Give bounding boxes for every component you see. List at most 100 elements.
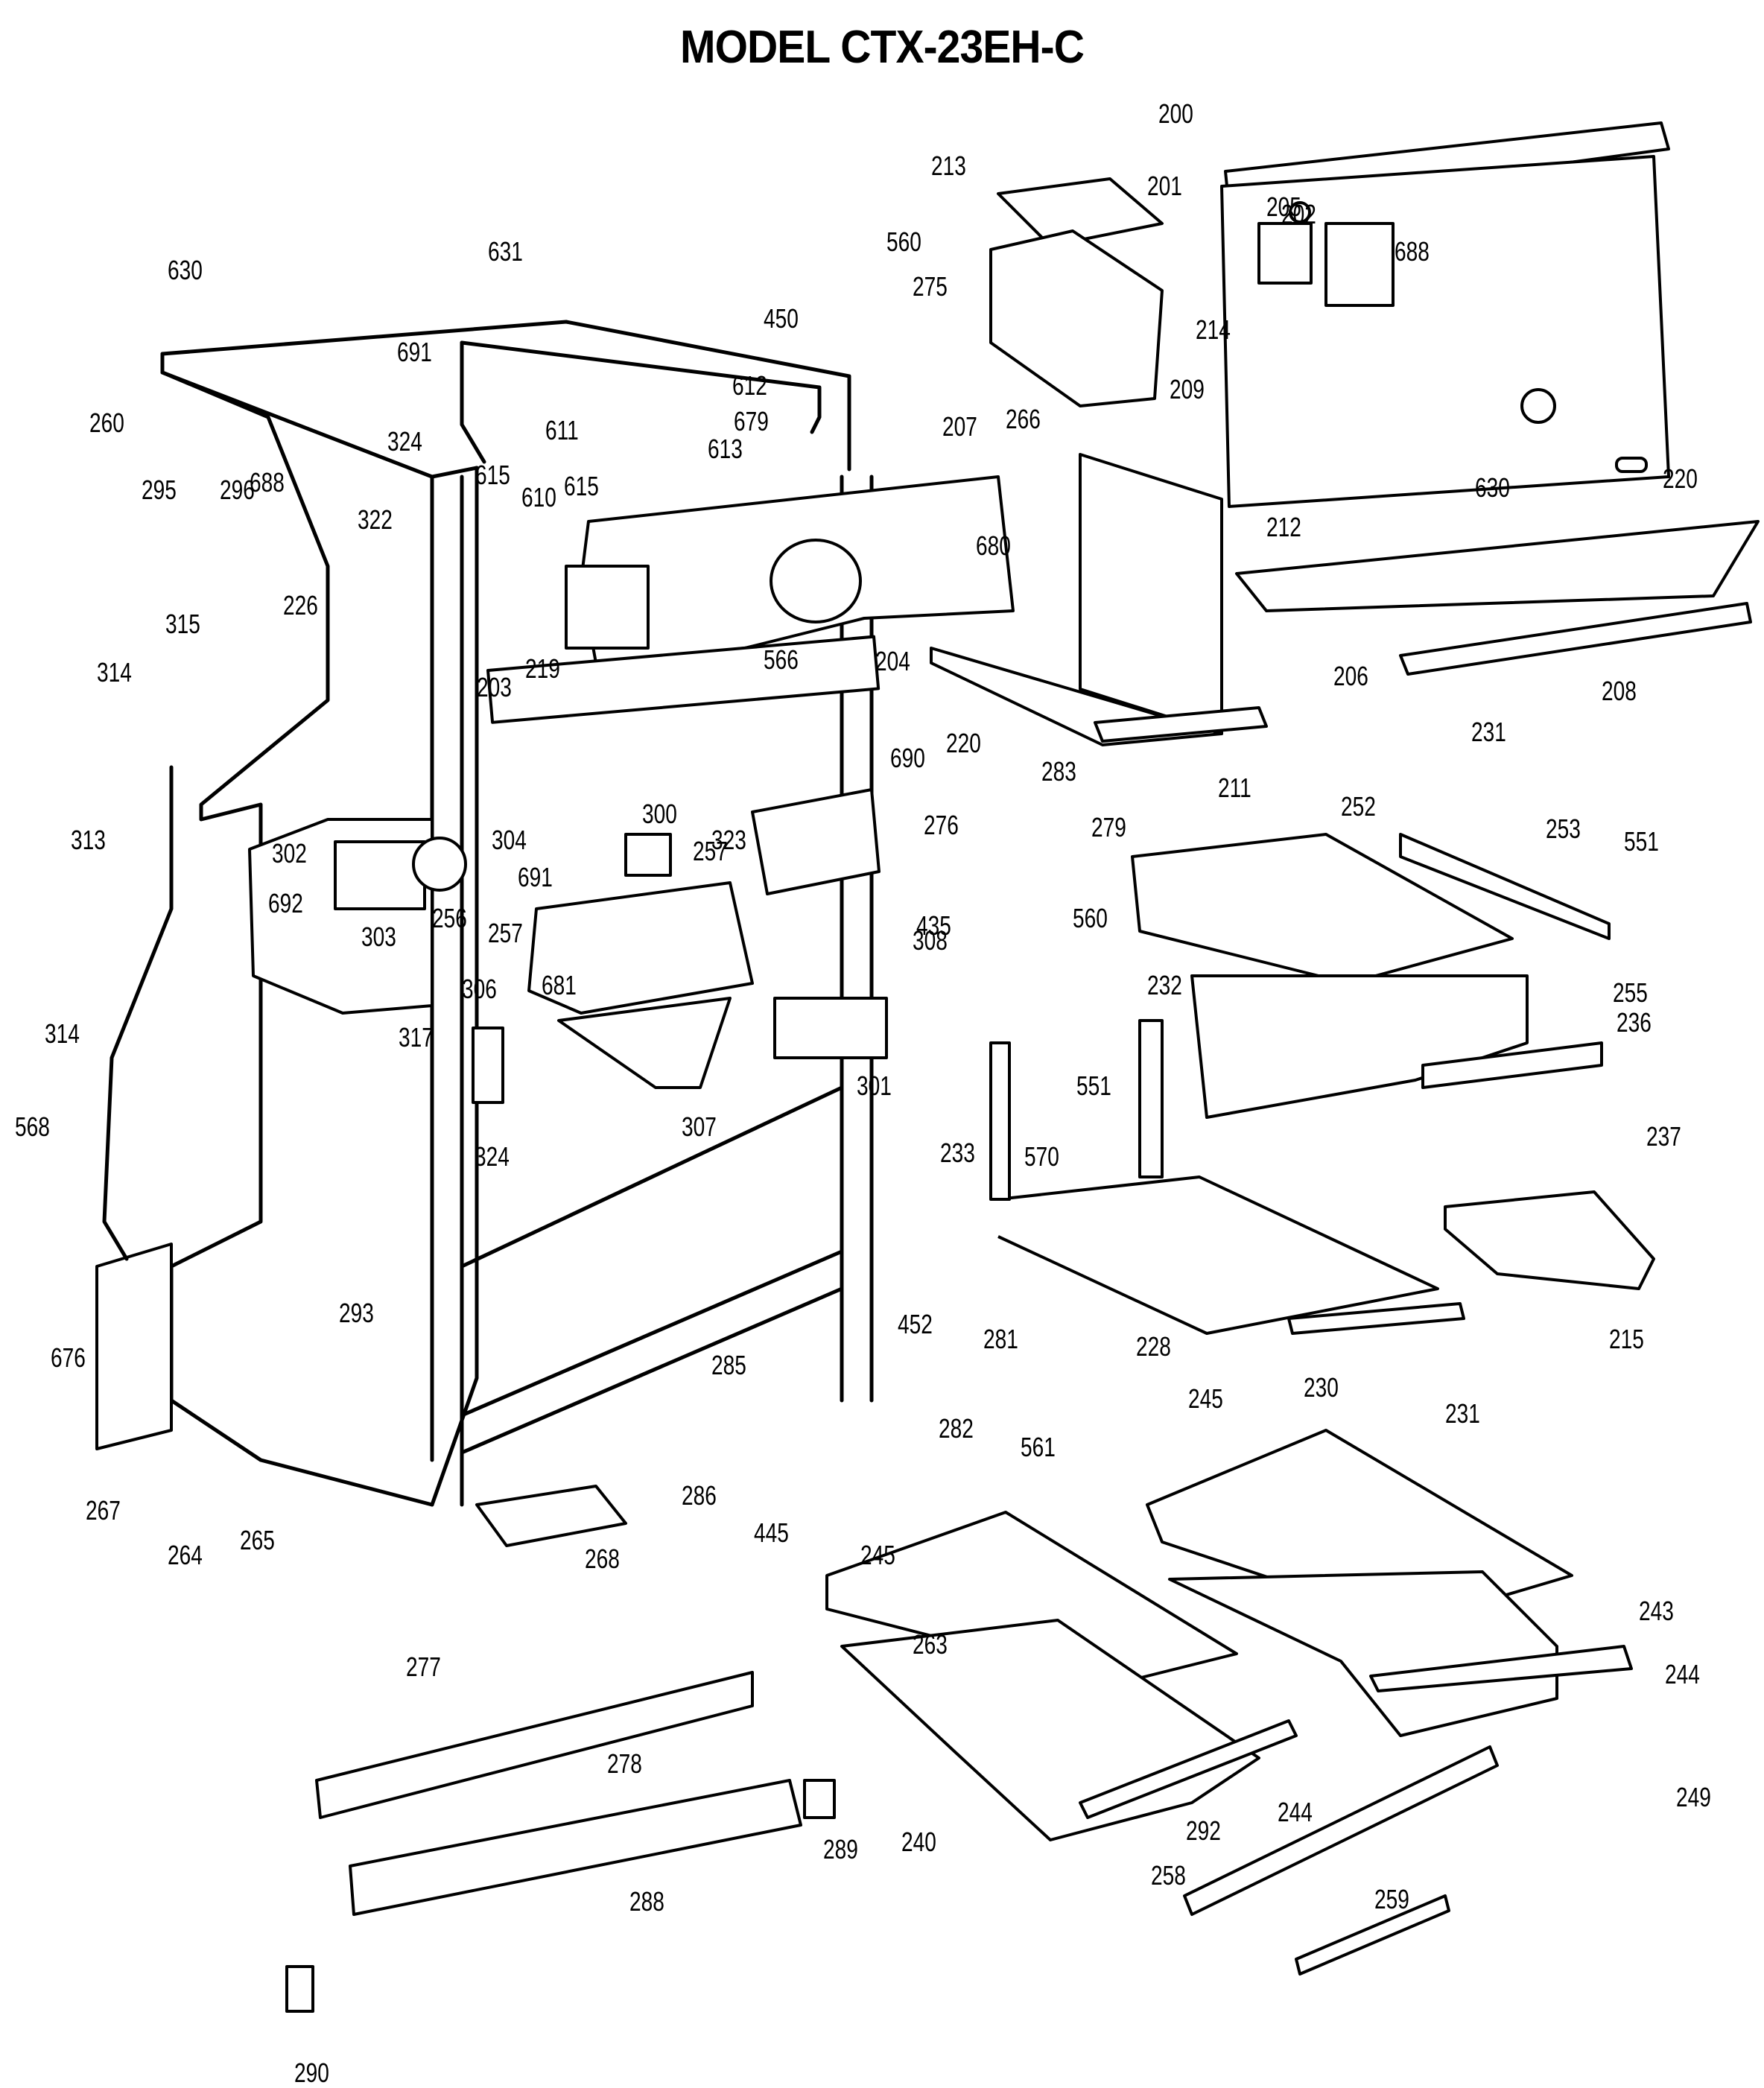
- part-label-692: 692: [268, 888, 303, 918]
- part-label-233: 233: [940, 1137, 975, 1168]
- part-label-207: 207: [942, 411, 977, 442]
- cabinet: [95, 320, 874, 1507]
- part-label-306: 306: [462, 974, 497, 1004]
- part-label-688a: 688: [250, 467, 285, 498]
- part-label-304: 304: [492, 825, 527, 855]
- part-label-256: 256: [432, 903, 467, 933]
- part-label-323: 323: [711, 825, 746, 855]
- part-label-231b: 231: [1445, 1398, 1480, 1429]
- part-label-266: 266: [1006, 404, 1041, 434]
- part-label-313: 313: [71, 825, 106, 855]
- part-label-303: 303: [361, 921, 396, 952]
- part-label-691b: 691: [518, 862, 553, 892]
- part-label-263: 263: [913, 1629, 948, 1660]
- part-label-610: 610: [521, 482, 556, 513]
- part-label-205: 205: [1266, 191, 1301, 222]
- part-label-322: 322: [358, 504, 393, 535]
- part-label-220b: 220: [946, 728, 981, 758]
- part-label-288: 288: [629, 1886, 664, 1917]
- part-label-435: 435: [916, 910, 951, 941]
- part-label-228: 228: [1136, 1331, 1171, 1362]
- part-label-245a: 245: [860, 1540, 895, 1570]
- part-label-452: 452: [898, 1309, 933, 1339]
- part-label-292: 292: [1186, 1815, 1221, 1846]
- part-label-679: 679: [734, 406, 769, 437]
- part-label-278: 278: [607, 1748, 642, 1779]
- drain-tube: [102, 765, 174, 1261]
- fresh-food-shelf: [989, 1019, 1655, 1335]
- part-label-232: 232: [1147, 970, 1182, 1000]
- part-label-209: 209: [1170, 374, 1205, 404]
- part-label-315: 315: [165, 609, 200, 639]
- part-label-630a: 630: [168, 255, 203, 285]
- part-label-324a: 324: [387, 426, 422, 457]
- part-label-259: 259: [1374, 1884, 1409, 1914]
- meat-pan: [1131, 833, 1611, 1119]
- part-label-300: 300: [642, 799, 677, 829]
- freezer-shelves: [930, 453, 1760, 746]
- part-label-676: 676: [51, 1342, 86, 1373]
- control-components: [334, 635, 888, 1104]
- part-label-243: 243: [1639, 1596, 1674, 1626]
- part-label-204: 204: [875, 646, 910, 676]
- part-label-680: 680: [976, 530, 1011, 561]
- part-label-245b: 245: [1188, 1383, 1223, 1414]
- part-label-631: 631: [488, 236, 523, 267]
- part-label-265: 265: [240, 1525, 275, 1555]
- part-label-264: 264: [168, 1540, 203, 1570]
- part-label-215: 215: [1609, 1324, 1644, 1354]
- part-label-260: 260: [89, 407, 124, 438]
- part-label-255: 255: [1613, 977, 1648, 1008]
- bottom-trims: [1183, 1745, 1499, 1976]
- part-label-211: 211: [1218, 772, 1251, 803]
- part-label-286: 286: [682, 1480, 717, 1511]
- part-label-615b: 615: [564, 471, 599, 501]
- part-label-257a: 257: [693, 836, 728, 866]
- part-label-258: 258: [1151, 1860, 1186, 1891]
- ice-tray-and-bin: [989, 177, 1164, 407]
- part-label-611: 611: [545, 415, 579, 445]
- part-label-551a: 551: [1624, 826, 1659, 857]
- part-label-570: 570: [1024, 1141, 1059, 1172]
- part-label-289: 289: [823, 1834, 858, 1865]
- part-label-283: 283: [1041, 756, 1076, 787]
- part-label-202: 202: [1281, 199, 1316, 229]
- part-label-267: 267: [86, 1495, 121, 1526]
- part-label-615a: 615: [475, 460, 510, 490]
- part-label-208: 208: [1602, 676, 1637, 706]
- part-label-324b: 324: [475, 1141, 510, 1172]
- part-label-226: 226: [283, 590, 318, 621]
- part-label-277: 277: [406, 1651, 441, 1682]
- part-label-450: 450: [764, 303, 799, 334]
- part-label-301: 301: [857, 1070, 892, 1101]
- part-label-206: 206: [1333, 661, 1368, 691]
- diagram-title: MODEL CTX-23EH-C: [679, 22, 1085, 73]
- part-label-285: 285: [711, 1350, 746, 1380]
- lower-parts: [285, 1485, 836, 2013]
- part-label-268: 268: [585, 1543, 620, 1574]
- part-label-317: 317: [399, 1022, 434, 1053]
- part-label-612: 612: [732, 370, 767, 401]
- part-label-249: 249: [1676, 1782, 1711, 1812]
- evaporator-cover: [565, 475, 1015, 664]
- part-label-240: 240: [901, 1827, 936, 1857]
- part-label-230: 230: [1304, 1372, 1339, 1403]
- part-label-200: 200: [1158, 98, 1193, 129]
- part-label-212: 212: [1266, 512, 1301, 542]
- part-label-293: 293: [339, 1298, 374, 1328]
- part-label-257b: 257: [488, 918, 523, 948]
- part-label-219: 219: [525, 653, 560, 684]
- part-label-231a: 231: [1471, 717, 1506, 747]
- part-label-253: 253: [1546, 813, 1581, 844]
- part-label-681: 681: [542, 970, 577, 1000]
- part-label-568: 568: [15, 1111, 50, 1142]
- part-label-201: 201: [1147, 171, 1182, 201]
- part-label-551b: 551: [1076, 1070, 1111, 1101]
- part-label-282: 282: [939, 1413, 974, 1444]
- part-label-690: 690: [890, 743, 925, 773]
- part-label-630b: 630: [1475, 472, 1510, 503]
- part-label-244b: 244: [1665, 1659, 1700, 1689]
- part-label-203: 203: [477, 672, 512, 702]
- part-label-295: 295: [142, 475, 177, 505]
